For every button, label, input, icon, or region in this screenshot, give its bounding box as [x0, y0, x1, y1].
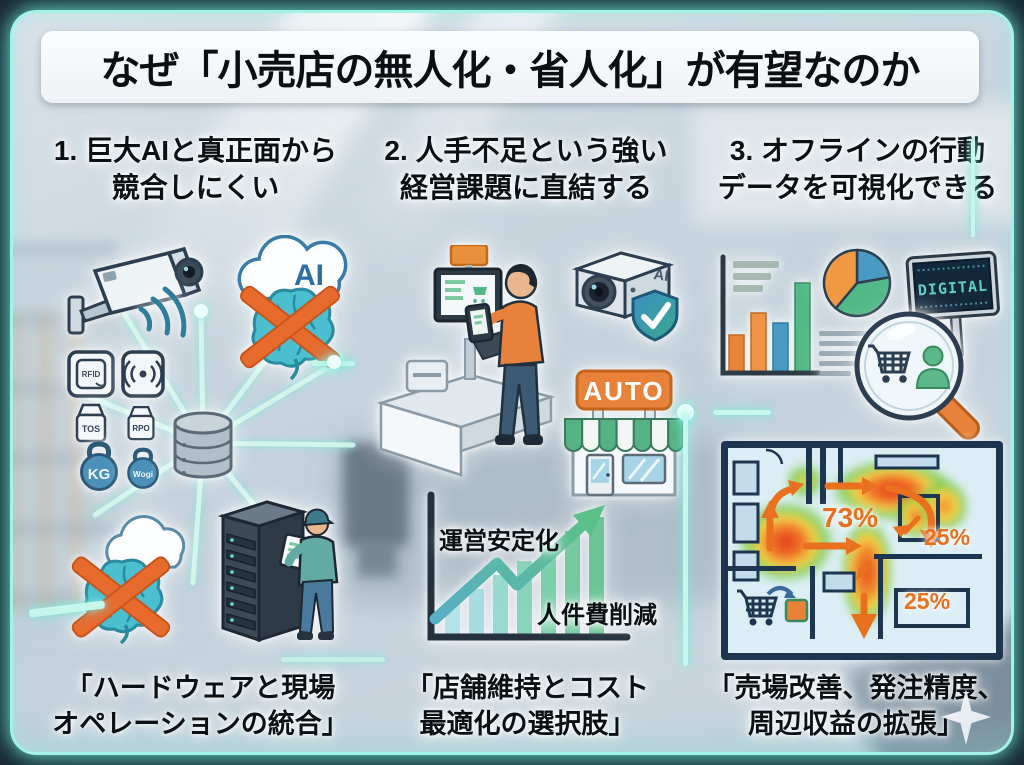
cart-glyph: [868, 344, 911, 374]
digital-sign-label: DIGITAL: [917, 277, 988, 300]
growth-chart-label-bottom: 人件費削減: [537, 602, 657, 629]
person-glyph: [915, 345, 951, 389]
glow-node-dot: [677, 404, 694, 421]
weight-sensor-icon-right: RPO: [125, 405, 157, 443]
heatmap-walls-arrows: [728, 448, 982, 639]
ai-camera-label: AI: [652, 266, 669, 285]
ai-brain-crossed-icon: AI: [225, 235, 355, 385]
bar-chart-icon: [713, 251, 825, 386]
glow-line-bottom-mid: [281, 657, 385, 662]
rfid-tag-icon: RFID: [67, 349, 115, 399]
glow-line-right-edge: [971, 139, 975, 237]
title-bar: なぜ「小売店の無人化・省人化」が有望なのか: [41, 31, 979, 103]
text-placeholder-lines: [819, 331, 874, 377]
database-icon: [171, 411, 235, 481]
kettlebell-icon-kg: KG: [75, 441, 123, 491]
heatmap-percent-upper-right: 25%: [924, 524, 971, 550]
server-slots: [226, 533, 256, 631]
ai-cloud-label: AI: [294, 259, 324, 292]
cart-icon-heatmap: [737, 589, 778, 618]
pie-chart-icon: [819, 247, 895, 319]
ai-brain-crossed-icon-2: [61, 511, 191, 646]
kettlebell-icon-2: Wogi: [123, 447, 163, 489]
growth-chart-label-top: 運営安定化: [439, 528, 559, 555]
magnifier-cart-icon: [851, 308, 996, 458]
framed-panel: なぜ「小売店の無人化・省人化」が有望なのか 1. 巨大AIと真正面から 競合しに…: [10, 10, 1014, 755]
weight-sensor-right-label: RPO: [132, 424, 149, 433]
glow-line-horizontal: [713, 410, 771, 415]
wifi-waves-icon: [131, 285, 187, 347]
ai-camera-shield: AI: [569, 243, 681, 348]
cctv-camera-icon: [65, 241, 215, 349]
flow-arrows: [766, 482, 935, 626]
shield-check-icon: [631, 289, 679, 342]
glow-dot-mid: [327, 355, 341, 369]
page-title: なぜ「小売店の無人化・省人化」が有望なのか: [100, 49, 921, 93]
nfc-signal-icon: [121, 349, 165, 399]
server-rack-technician: [205, 488, 345, 653]
column-3-heading: 3. オフラインの行動 データを可視化できる: [717, 135, 998, 203]
weight-sensor-left-label: TOS: [82, 424, 100, 434]
weight-sensor-icon-left: TOS: [73, 403, 109, 445]
column-1-heading: 1. 巨大AIと真正面から 競合しにくい: [53, 135, 338, 203]
storefront-auto-icon: AUTO: [563, 369, 685, 497]
auto-sign-label: AUTO: [583, 376, 664, 406]
kettlebell-kg-label: KG: [88, 466, 111, 483]
product-box-icon: [784, 598, 809, 623]
heatmap-floorplan: 73% 25% 25%: [721, 441, 1003, 660]
glow-line-vertical: [683, 413, 688, 666]
column-2-heading: 2. 人手不足という強い 経営課題に直結する: [384, 135, 668, 203]
heatmap-percent-lower-right: 25%: [904, 588, 951, 614]
column-3-caption: 「売場改善、発注精度、 周辺収益の拡張」: [707, 673, 1005, 739]
digital-signboard: DIGITAL: [905, 249, 1001, 359]
column-2-caption: 「店舗維持とコスト 最適化の選択肢」: [406, 673, 649, 739]
growth-chart: [419, 491, 634, 651]
kettlebell-2-label: Wogi: [133, 469, 153, 479]
rfid-tag-label: RFID: [82, 370, 101, 379]
heatmap-percent-main: 73%: [822, 502, 879, 533]
self-checkout-kiosk-person: [373, 245, 578, 480]
column-1-caption: 「ハードウェアと現場 オペレーションの統合」: [52, 673, 349, 739]
